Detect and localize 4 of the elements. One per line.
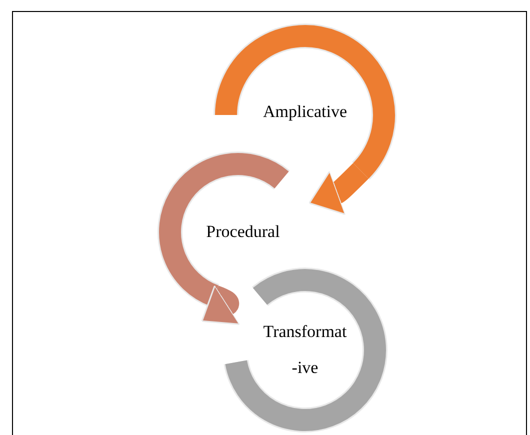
node-label: Amplicative: [262, 101, 348, 123]
arrow: [310, 163, 369, 214]
node-label: Transformat -ive: [262, 321, 348, 379]
node-label: Procedural: [205, 221, 281, 243]
